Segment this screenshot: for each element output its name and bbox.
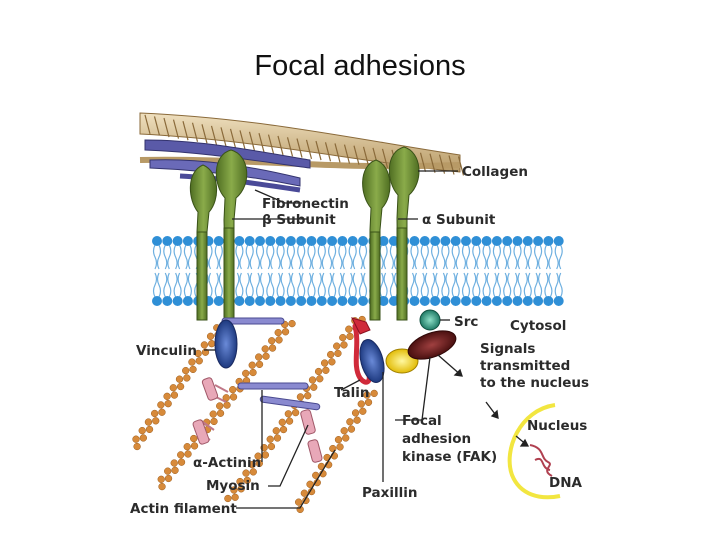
- label-fak-1: Focal: [402, 413, 442, 429]
- label-fak-2: adhesion: [402, 431, 471, 447]
- label-talin: Talin: [334, 385, 369, 401]
- label-signals-3: to the nucleus: [480, 375, 589, 391]
- label-actin-filament: Actin filament: [130, 501, 237, 517]
- dna-helix: [529, 444, 553, 477]
- nucleus-envelope: [507, 403, 561, 500]
- fak-protein: [407, 330, 457, 360]
- page-title: Focal adhesions: [254, 50, 466, 82]
- vinculin-protein: [214, 319, 238, 369]
- talin-protein: [351, 317, 385, 385]
- label-vinculin: Vinculin: [136, 343, 197, 359]
- leader-lines: [204, 170, 458, 509]
- lipid-bilayer: [152, 236, 564, 306]
- label-alpha-actinin: α-Actinin: [193, 455, 261, 471]
- src-protein: [419, 309, 441, 331]
- label-dna: DNA: [549, 475, 583, 491]
- myosin: [221, 317, 321, 411]
- label-paxillin: Paxillin: [362, 485, 417, 501]
- integrin-stems: [196, 227, 408, 321]
- label-fibronectin: Fibronectin: [262, 196, 349, 212]
- alpha-actinin: [192, 377, 323, 463]
- label-signals-2: transmitted: [480, 358, 570, 374]
- label-alpha-subunit: α Subunit: [422, 212, 496, 228]
- label-signals-1: Signals: [480, 341, 535, 357]
- label-nucleus: Nucleus: [527, 418, 587, 434]
- label-src: Src: [454, 314, 478, 330]
- label-cytosol: Cytosol: [510, 318, 566, 334]
- label-beta-subunit: β Subunit: [262, 212, 336, 228]
- label-fak-3: kinase (FAK): [402, 449, 497, 465]
- label-myosin: Myosin: [206, 478, 260, 494]
- signal-arrows: [437, 354, 530, 447]
- label-collagen: Collagen: [462, 164, 528, 180]
